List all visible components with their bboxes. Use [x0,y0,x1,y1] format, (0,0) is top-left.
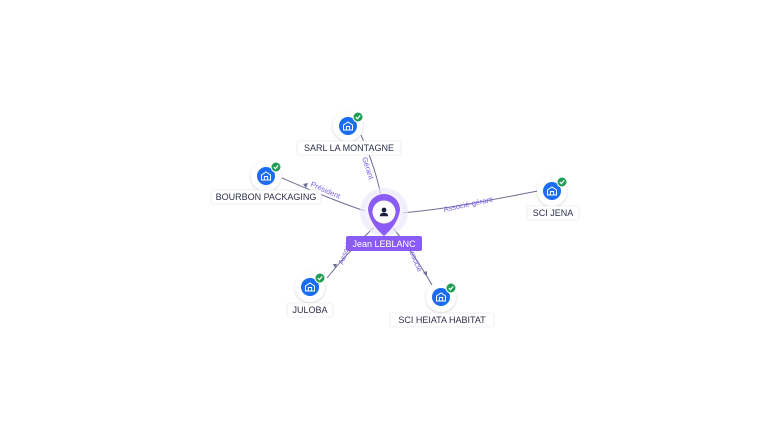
arrow-juloba [333,264,337,268]
building-icon [436,292,446,302]
verified-check-icon [445,282,457,294]
building-icon [305,282,315,292]
svg-text:JULOBA: JULOBA [292,305,327,315]
company-label-sci-heiata-habitat: SCI HEIATA HABITAT [389,312,495,328]
edges [281,134,539,286]
building-icon [261,171,271,181]
edge-sci-heiata-habitat [392,227,433,286]
verified-check-icon [314,272,326,284]
person-name-badge: Jean LEBLANC [346,236,422,251]
edge-label-sci-jena: Associé-gérant [443,195,495,214]
company-node[interactable] [537,176,568,206]
person-node[interactable] [360,188,408,236]
edge-sci-jena [398,190,539,214]
svg-text:Jean LEBLANC: Jean LEBLANC [352,239,416,249]
company-node[interactable] [333,111,364,141]
verified-check-icon [270,161,282,173]
person-icon [379,207,389,217]
company-label-sci-jena: SCI JENA [526,205,580,221]
company-label-juloba: JULOBA [286,302,334,318]
company-node[interactable] [295,272,326,302]
svg-text:SARL LA MONTAGNE: SARL LA MONTAGNE [304,143,394,153]
company-label-bourbon-packaging: BOURBON PACKAGING [210,189,322,205]
edge-juloba [326,226,375,279]
verified-check-icon [352,111,364,123]
arrow-bourbon [303,183,308,188]
building-icon [547,186,557,196]
edge-label-sarl-la-montagne: Gérant [360,156,376,181]
verified-check-icon [556,176,568,188]
svg-text:BOURBON PACKAGING: BOURBON PACKAGING [216,192,317,202]
svg-text:SCI HEIATA HABITAT: SCI HEIATA HABITAT [398,315,486,325]
building-icon [343,121,353,131]
edge-bourbon-packaging [281,177,369,213]
company-node[interactable] [251,161,282,191]
arrow-heiata [423,271,427,276]
company-node[interactable] [426,282,457,312]
svg-text:SCI JENA: SCI JENA [533,208,574,218]
company-label-sarl-la-montagne: SARL LA MONTAGNE [296,140,402,156]
